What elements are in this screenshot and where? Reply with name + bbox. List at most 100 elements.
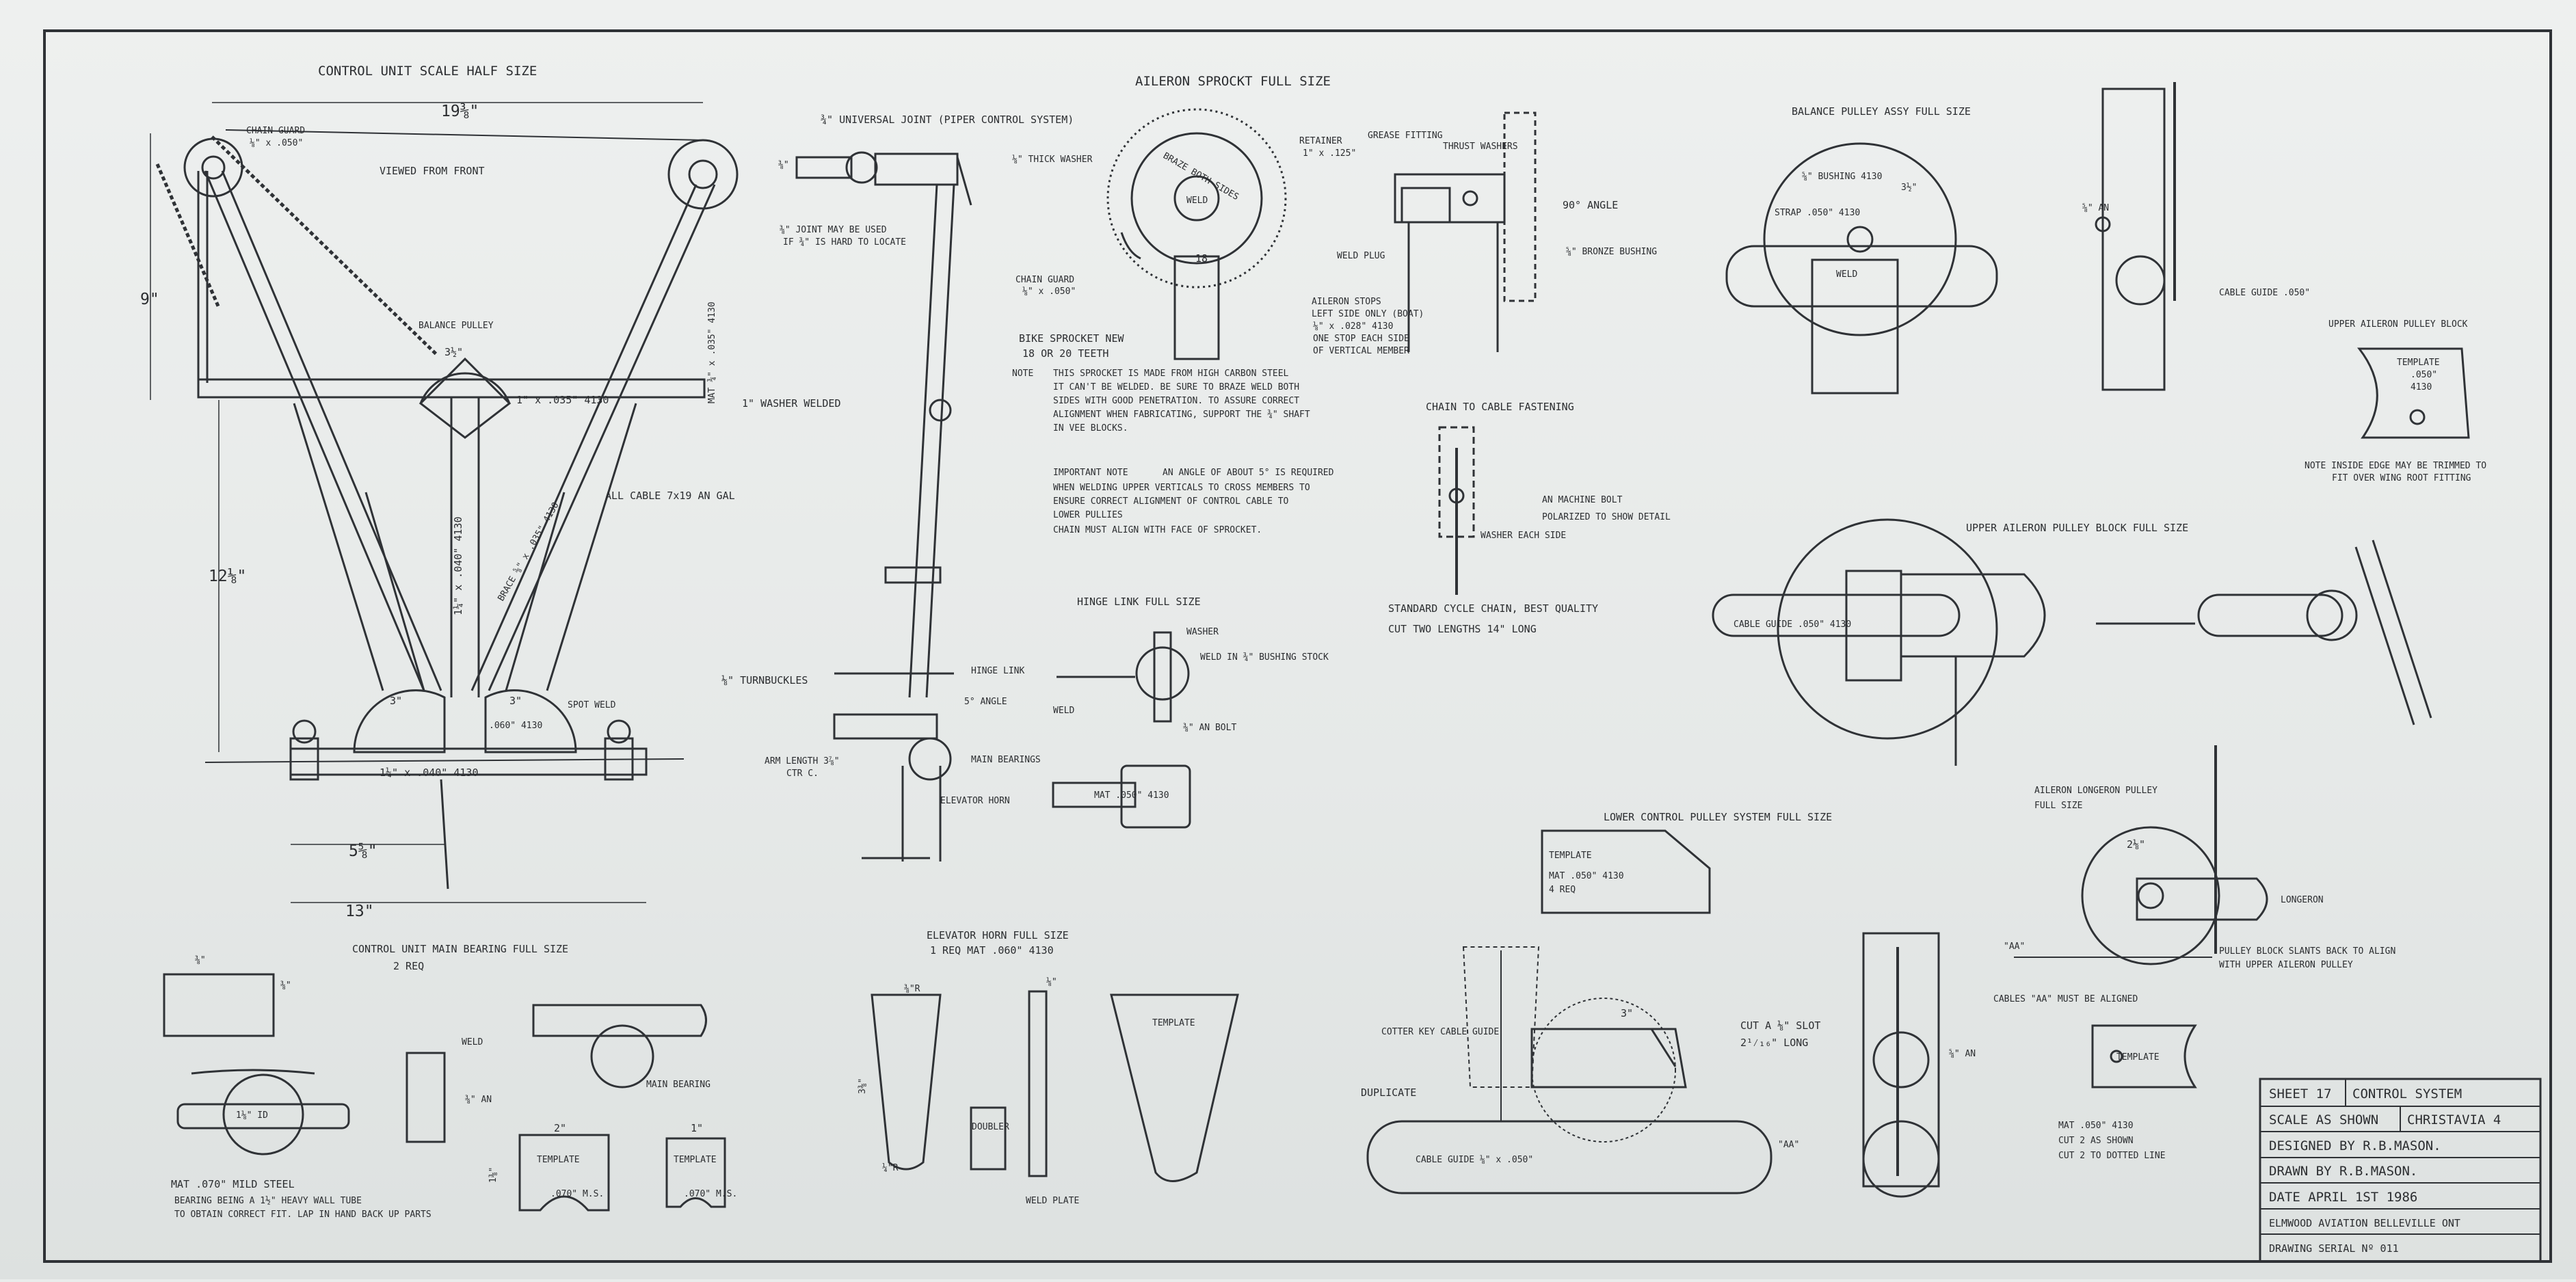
lower-cut-slot-1: CUT A ⅛" SLOT — [1740, 1019, 1820, 1032]
sprocket-chain-guard: CHAIN GUARD — [1015, 275, 1074, 285]
longeron-template: TEMPLATE — [2116, 1052, 2160, 1063]
main-bearing-an: ⅜" AN — [465, 1095, 492, 1105]
elevator-horn-labels: ELEVATOR HORN FULL SIZE 1 REQ MAT .060" … — [858, 929, 1195, 1206]
lower-dim3: 3" — [1621, 1007, 1633, 1019]
weld-plug: WELD PLUG — [1337, 251, 1385, 261]
main-bearing-template-2: TEMPLATE — [674, 1155, 717, 1165]
upper-block-mat-2: 4130 — [2411, 382, 2432, 392]
main-bearing-h: 1⅜" — [488, 1167, 499, 1183]
dim-height-mid: 12⅛" — [209, 567, 246, 585]
important-note-label: IMPORTANT NOTE — [1053, 468, 1128, 478]
lower-template: TEMPLATE — [1549, 851, 1592, 861]
vertical-tube: 1¼" x .040" 4130 — [452, 517, 464, 616]
lower-cable-guide: CABLE GUIDE ⅛" x .050" — [1416, 1155, 1533, 1165]
lower-title: LOWER CONTROL PULLEY SYSTEM FULL SIZE — [1604, 811, 1832, 823]
balance-pulley-labels: BALANCE PULLEY ASSY FULL SIZE ⅝" BUSHING… — [1775, 105, 2310, 298]
upper-full-title: UPPER AILERON PULLEY BLOCK FULL SIZE — [1966, 522, 2188, 534]
pulley-3-left: 3" — [390, 695, 402, 707]
lower-mat: MAT .050" 4130 — [1549, 871, 1624, 881]
balance-strap: STRAP .050" 4130 — [1775, 208, 1860, 218]
main-bearing-mb: MAIN BEARING — [646, 1080, 711, 1090]
longeron-title-1: AILERON LONGERON PULLEY — [2034, 786, 2157, 796]
retainer-mat: 1" x .125" — [1303, 148, 1356, 159]
universal-joint-label: ¾" UNIVERSAL JOINT (PIPER CONTROL SYSTEM… — [821, 113, 1074, 126]
important-note: IMPORTANT NOTE AN ANGLE OF ABOUT 5° IS R… — [1053, 468, 1334, 535]
uj-note-a: ⅜" JOINT MAY BE USED — [780, 225, 887, 235]
hinge-link-labels: HINGE LINK FULL SIZE WASHER WELD IN ¾" B… — [1053, 596, 1329, 801]
teeth-count: 18 — [1195, 252, 1208, 265]
important-note-line-5: CHAIN MUST ALIGN WITH FACE OF SPROCKET. — [1053, 525, 1262, 535]
elevator-doubler: DOUBLER — [972, 1122, 1009, 1132]
shaft-dim: ⅜" — [778, 160, 789, 170]
lower-cut-slot-2: 2¹⁄₁₆" LONG — [1740, 1037, 1808, 1049]
hinge-link-view — [1052, 631, 1191, 829]
stops-4: ONE STOP EACH SIDE — [1313, 334, 1409, 344]
longeron-slants-2: WITH UPPER AILERON PULLEY — [2219, 960, 2353, 970]
longeron-aa: "AA" — [2004, 942, 2025, 952]
main-bearing-template-1: TEMPLATE — [537, 1155, 580, 1165]
sprocket-labels: AILERON SPROCKT FULL SIZE ⅛" THICK WASHE… — [1012, 74, 1657, 360]
hinge-mat: MAT .050" 4130 — [1094, 790, 1169, 801]
strap-label: MAT ¾" x .035" 4130 — [707, 302, 717, 403]
std-chain: STANDARD CYCLE CHAIN, BEST QUALITY — [1388, 602, 1598, 615]
upper-block-note-2: FIT OVER WING ROOT FITTING — [2332, 473, 2471, 483]
balance-bushing: ⅝" BUSHING 4130 — [1802, 172, 1882, 182]
upper-block-title: UPPER AILERON PULLEY BLOCK — [2328, 319, 2468, 330]
bike-sprocket-1: BIKE SPROCKET NEW — [1019, 332, 1124, 345]
main-bearing-mat: MAT .070" MILD STEEL — [171, 1178, 295, 1190]
elevator-weld-plate: WELD PLATE — [1026, 1196, 1079, 1206]
weld-label: WELD — [1186, 196, 1208, 206]
elevator-horn-view — [871, 990, 1239, 1182]
balance-pulley-view — [1725, 82, 2176, 395]
main-bearing-weld: WELD — [462, 1037, 483, 1047]
pulley-dim: 3½" — [444, 346, 463, 358]
longeron-pulley-view — [2014, 745, 2268, 1089]
note-line-2: IT CAN'T BE WELDED. BE SURE TO BRAZE WEL… — [1053, 382, 1299, 392]
grease-fitting: GREASE FITTING — [1368, 131, 1443, 141]
hinge-weld-in: WELD IN ¾" BUSHING STOCK — [1200, 652, 1329, 663]
upper-block-full-labels: UPPER AILERON PULLEY BLOCK FULL SIZE CAB… — [1734, 522, 2188, 630]
control-column — [795, 151, 972, 862]
uj-note-b: IF ¾" IS HARD TO LOCATE — [783, 237, 906, 248]
stops-2: LEFT SIDE ONLY (BOAT) — [1312, 309, 1424, 319]
upper-block-template-label: TEMPLATE — [2397, 358, 2440, 368]
elevator-req: 1 REQ MAT .060" 4130 — [930, 944, 1054, 957]
main-bearing-mat-2: .070" M.S. — [684, 1189, 737, 1199]
upper-block-full-view — [1712, 518, 2432, 766]
lower-an: ⅝" AN — [1949, 1049, 1976, 1059]
bronze-bushing: ⅝" BRONZE BUSHING — [1566, 247, 1657, 257]
chain-cable-view — [1438, 426, 1475, 595]
bottom-tube: 1¼" x .040" 4130 — [380, 766, 479, 779]
viewed-from-front: VIEWED FROM FRONT — [380, 165, 485, 177]
balance-title: BALANCE PULLEY ASSY FULL SIZE — [1792, 105, 1971, 118]
bike-sprocket-2: 18 OR 20 TEETH — [1022, 347, 1108, 360]
washer-welded: 1" WASHER WELDED — [742, 397, 841, 410]
spot-weld: SPOT WELD — [568, 700, 616, 710]
elevator-r-bot: ¼"R — [882, 1163, 899, 1173]
important-note-line-3: ENSURE CORRECT ALIGNMENT OF CONTROL CABL… — [1053, 496, 1289, 507]
main-bearing-view — [163, 973, 726, 1212]
chain-cable-title: CHAIN TO CABLE FASTENING — [1426, 401, 1574, 413]
longeron-cut-2: CUT 2 TO DOTTED LINE — [2058, 1151, 2166, 1161]
upper-full-cable-guide: CABLE GUIDE .050" 4130 — [1734, 619, 1851, 630]
bolt-1: AN MACHINE BOLT — [1542, 495, 1623, 505]
control-unit-labels: CONTROL UNIT SCALE HALF SIZE VIEWED FROM… — [140, 64, 841, 920]
longeron-title-2: FULL SIZE — [2034, 801, 2082, 811]
control-unit-view — [150, 102, 739, 903]
longeron-mat: MAT .050" 4130 — [2058, 1121, 2134, 1131]
dim-width-half: 5⅝" — [349, 842, 377, 860]
elevator-template: TEMPLATE — [1152, 1018, 1195, 1028]
note-line-4: ALIGNMENT WHEN FABRICATING, SUPPORT THE … — [1053, 410, 1310, 420]
upper-block-note-1: NOTE INSIDE EDGE MAY BE TRIMMED TO — [2305, 461, 2486, 471]
lower-aa: "AA" — [1778, 1140, 1799, 1150]
cut-two: CUT TWO LENGTHS 14" LONG — [1388, 623, 1537, 635]
tb-drawn: DRAWN BY R.B.MASON. — [2269, 1164, 2417, 1179]
main-bearings-label: MAIN BEARINGS — [971, 755, 1041, 765]
stops-5: OF VERTICAL MEMBER — [1313, 346, 1409, 356]
dim-height-left: 9" — [140, 291, 159, 308]
elevator-top-dim: ⅛" — [1046, 977, 1057, 987]
sprocket-title: AILERON SPROCKT FULL SIZE — [1135, 74, 1331, 89]
elevator-r-top: ⅜"R — [904, 984, 920, 994]
title-block-frame — [2259, 1078, 2542, 1263]
